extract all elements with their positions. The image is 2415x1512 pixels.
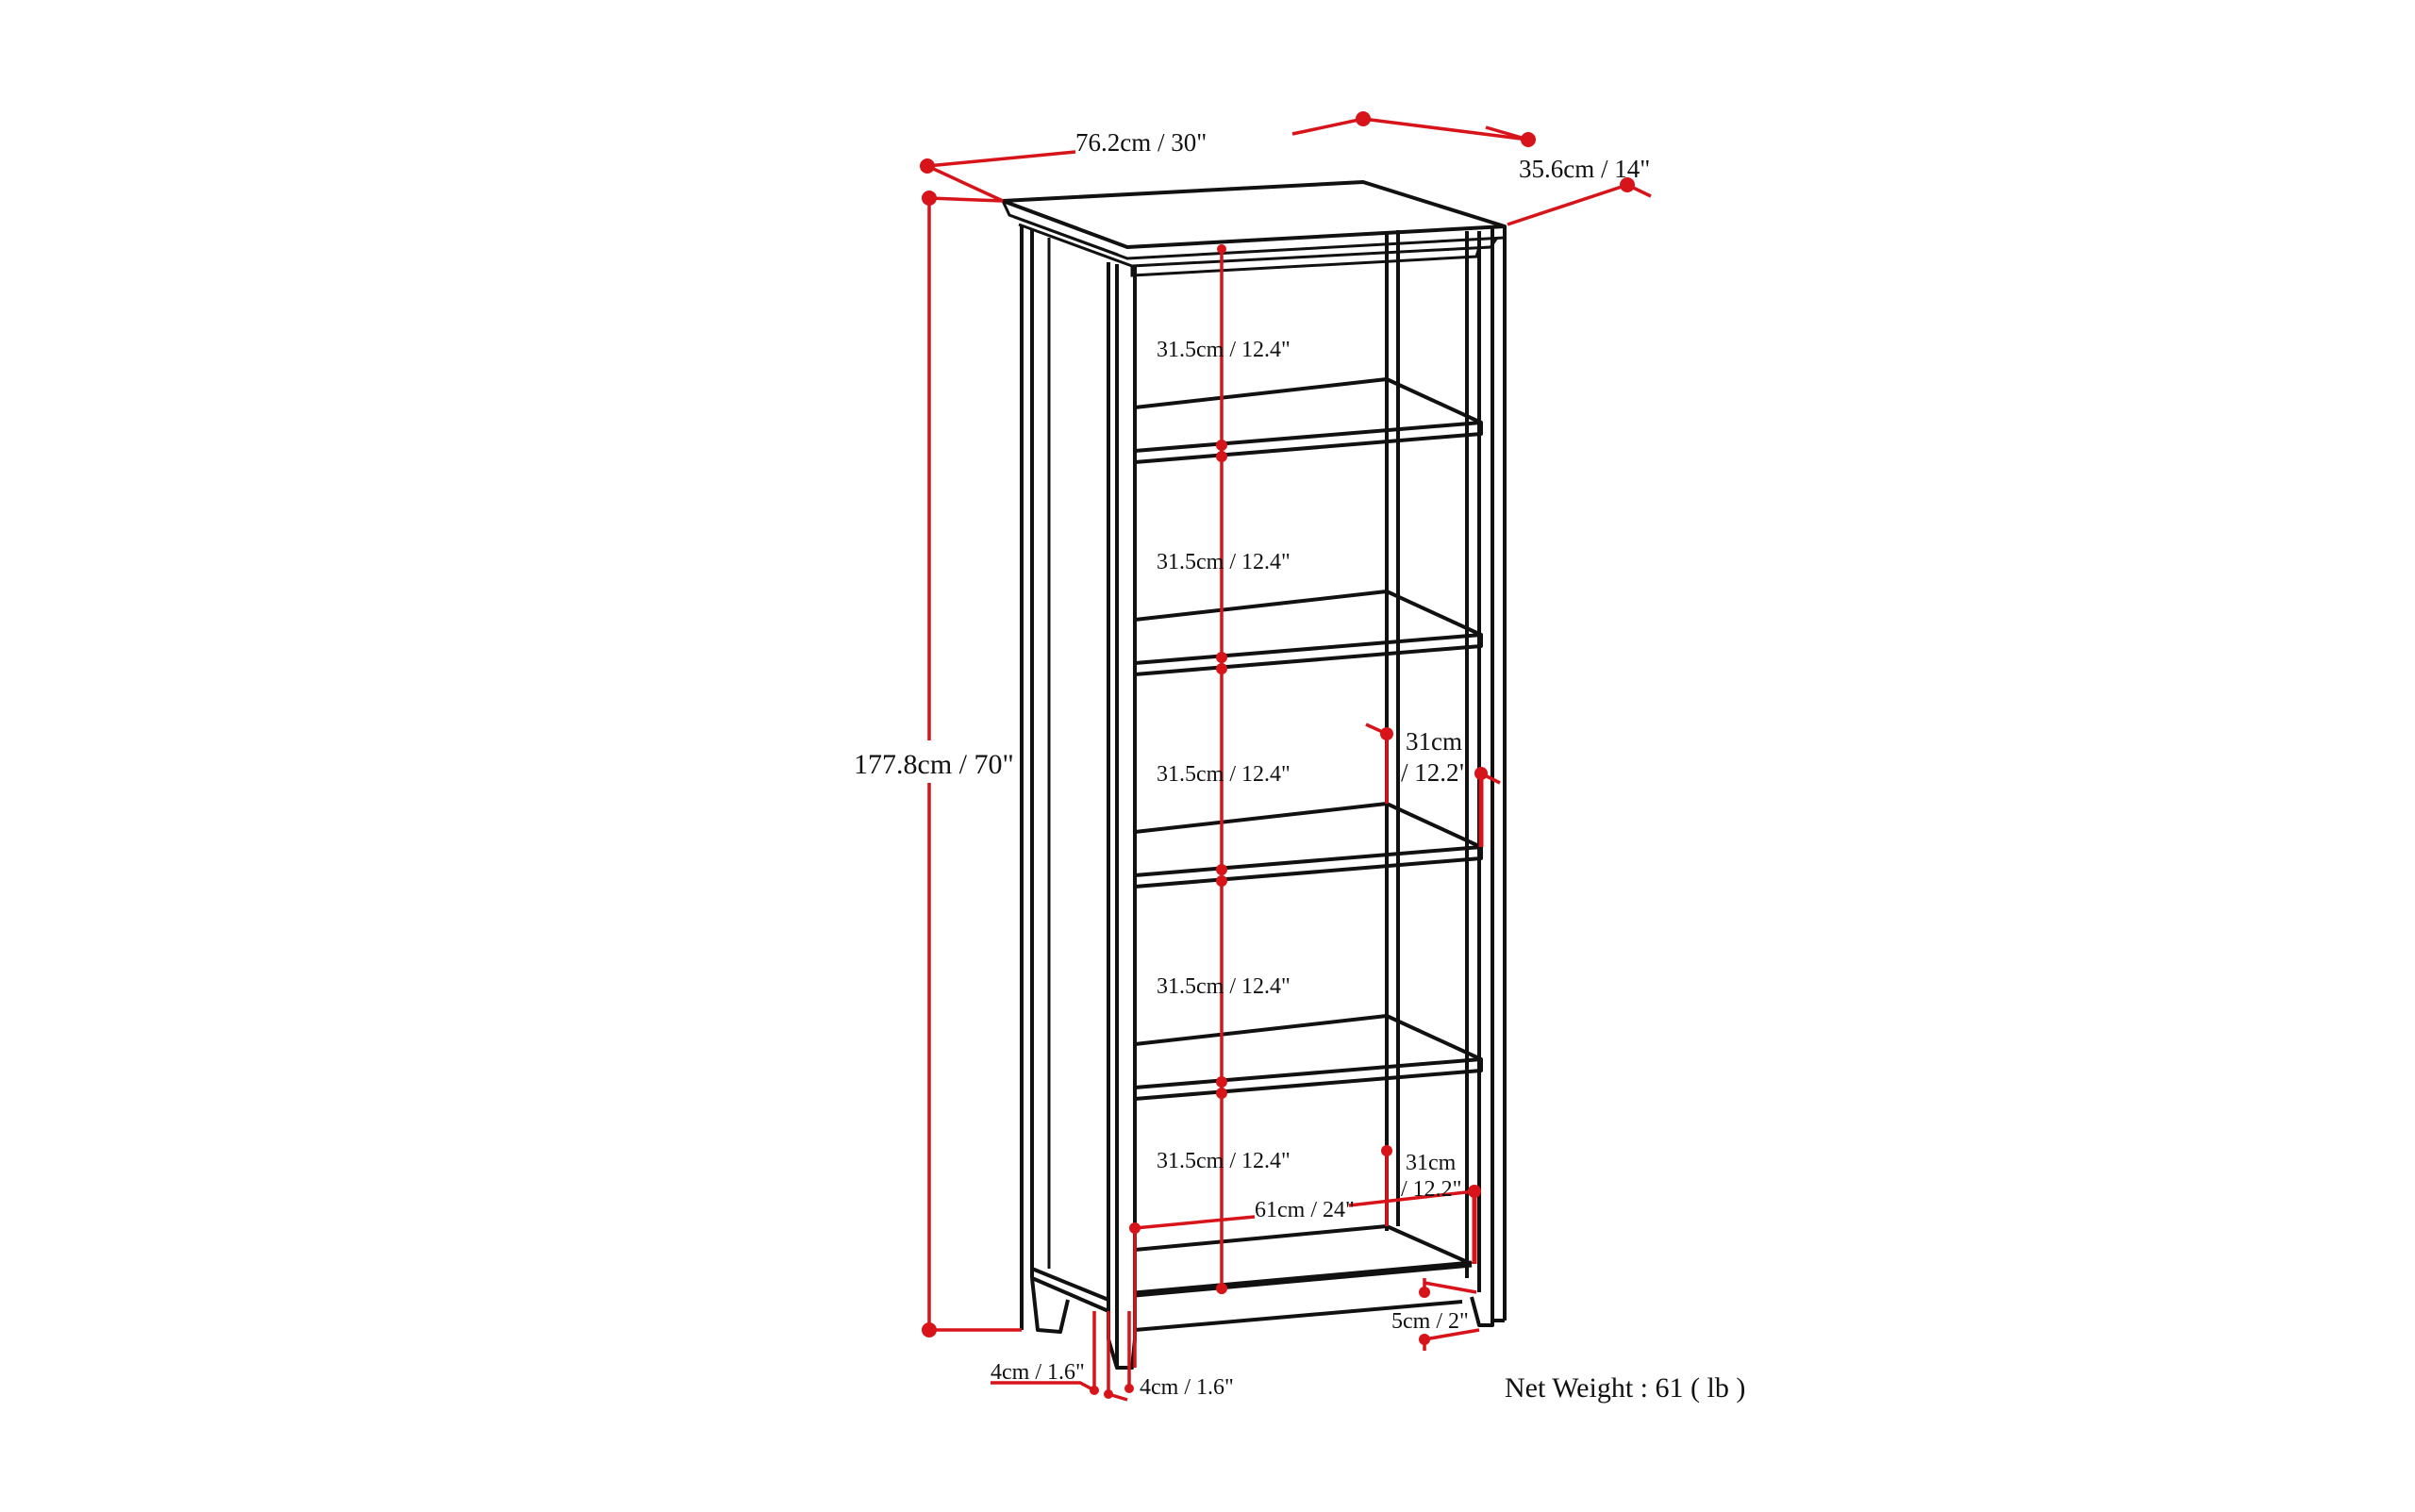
dimension-lines: 76.2cm / 30" 35.6cm / 14" 177.8cm / 70" — [854, 111, 1652, 1402]
shelf-depth-mid-line2: / 12.2" — [1401, 758, 1470, 787]
net-weight-label: Net Weight : 61 ( lb ) — [1505, 1372, 1746, 1404]
depth-label: 35.6cm / 14" — [1519, 155, 1650, 183]
height-dimension: 177.8cm / 70" — [854, 191, 1022, 1338]
bookcase-drawing — [1001, 180, 1507, 1370]
shelf-gap-dimensions: 31.5cm / 12.4" 31.5cm / 12.4" 31.5cm / 1… — [1157, 244, 1291, 1294]
width-dimension: 76.2cm / 30" — [920, 111, 1371, 203]
shelf-gap-label-4: 31.5cm / 12.4" — [1157, 974, 1291, 999]
shelf-depth-bottom-line1: 31cm — [1406, 1151, 1457, 1175]
shelf-gap-label-2: 31.5cm / 12.4" — [1157, 550, 1291, 574]
leg-left-label: 4cm / 1.6" — [991, 1360, 1085, 1385]
shelf-gap-label-3: 31.5cm / 12.4" — [1157, 762, 1291, 787]
depth-dimension: 35.6cm / 14" — [1362, 117, 1652, 226]
shelf-4 — [1134, 1014, 1483, 1101]
width-label: 76.2cm / 30" — [1075, 128, 1207, 157]
shelf-1 — [1134, 377, 1483, 464]
shelf-depth-mid-line1: 31cm — [1406, 727, 1462, 756]
shelf-2 — [1134, 590, 1483, 676]
interior-width-label: 61cm / 24" — [1255, 1198, 1355, 1222]
bottom-dimensions: 61cm / 24" 31cm / 12.2" 5cm / 2" — [1129, 1145, 1481, 1368]
height-label: 177.8cm / 70" — [854, 749, 1014, 780]
shelf-depth-bottom-line2: / 12.2" — [1401, 1177, 1461, 1202]
left-side-panel — [1020, 226, 1137, 1370]
top-board — [1001, 180, 1507, 249]
shelves — [1134, 377, 1483, 1332]
leg-dimensions: 4cm / 1.6" 4cm / 1.6" — [991, 1311, 1234, 1402]
leg-right-label: 4cm / 1.6" — [1140, 1375, 1234, 1400]
shelf-gap-label-5: 31.5cm / 12.4" — [1157, 1149, 1291, 1173]
shelf-gap-label-1: 31.5cm / 12.4" — [1157, 338, 1291, 362]
shelf-depth-dimension-mid: 31cm / 12.2" — [1365, 723, 1501, 847]
base-clearance-label: 5cm / 2" — [1391, 1309, 1469, 1334]
shelf-3 — [1134, 802, 1483, 889]
